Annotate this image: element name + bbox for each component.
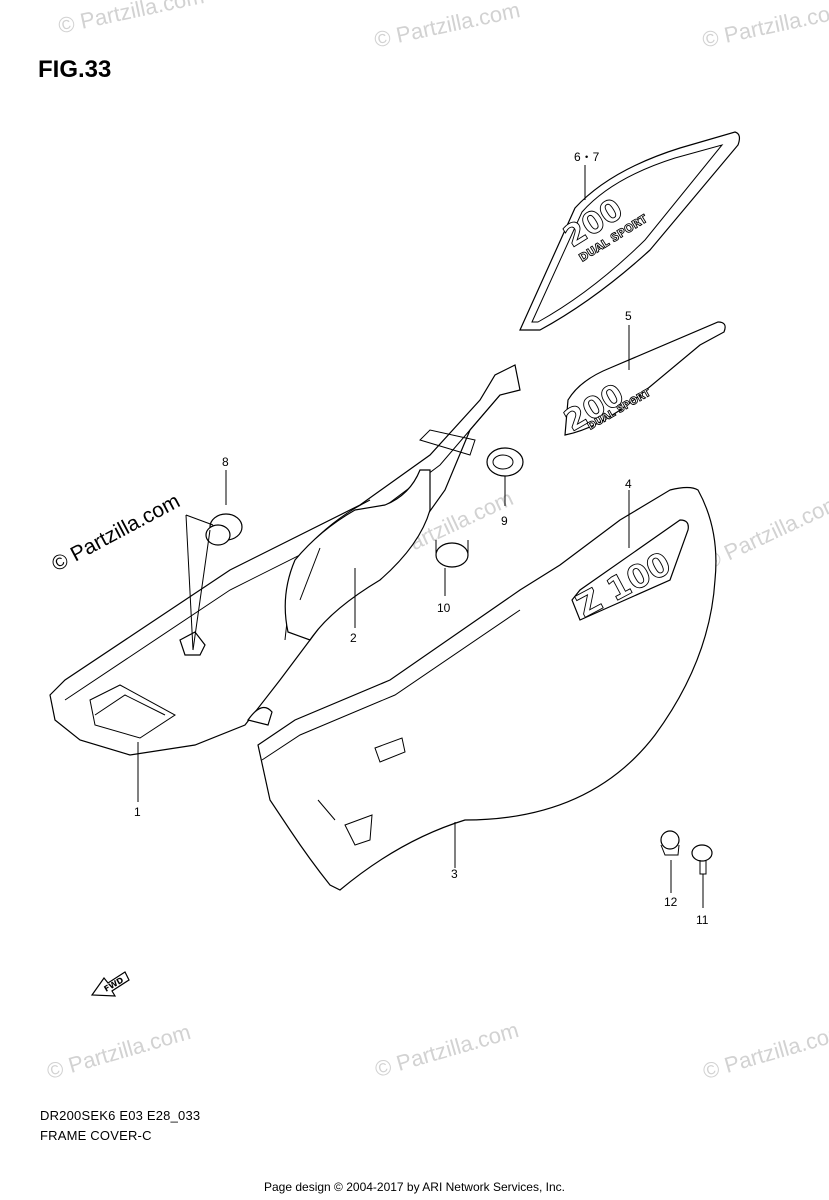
frame-cover-3: Z 100: [257, 486, 717, 891]
figure-name: FRAME COVER-C: [40, 1128, 152, 1143]
leader-8-a: [185, 514, 214, 526]
grommet-8: [205, 513, 243, 546]
callout-11: 11: [696, 913, 709, 927]
fwd-label: FWD: [103, 975, 126, 993]
callout-9: 9: [501, 514, 508, 528]
decal-5: 200 DUAL SPORT: [558, 321, 726, 439]
spacer-10: [435, 540, 469, 568]
decal-6-7: 200 DUAL SPORT: [519, 131, 741, 331]
figure-title: FIG.33: [38, 56, 112, 83]
callout-4: 4: [625, 477, 632, 491]
figure-code: DR200SEK6 E03 E28_033: [40, 1108, 201, 1123]
fwd-arrow-icon: FWD: [90, 971, 130, 997]
leader-8-b: [185, 514, 194, 651]
footer-copyright: Page design © 2004-2017 by ARI Network S…: [263, 1180, 565, 1194]
grommet-12: [660, 830, 680, 856]
callout-5: 5: [625, 309, 632, 323]
callout-3: 3: [451, 867, 458, 881]
callout-8: 8: [222, 455, 229, 469]
leader-8-c: [192, 529, 211, 651]
callout-6-7: 6・7: [574, 150, 600, 164]
callout-12: 12: [664, 895, 678, 909]
screw-11: [691, 844, 713, 875]
callout-2: 2: [350, 631, 357, 645]
callout-10: 10: [437, 601, 451, 615]
grommet-9: [486, 447, 524, 477]
bracket-2: [284, 469, 431, 641]
callout-1: 1: [134, 805, 141, 819]
